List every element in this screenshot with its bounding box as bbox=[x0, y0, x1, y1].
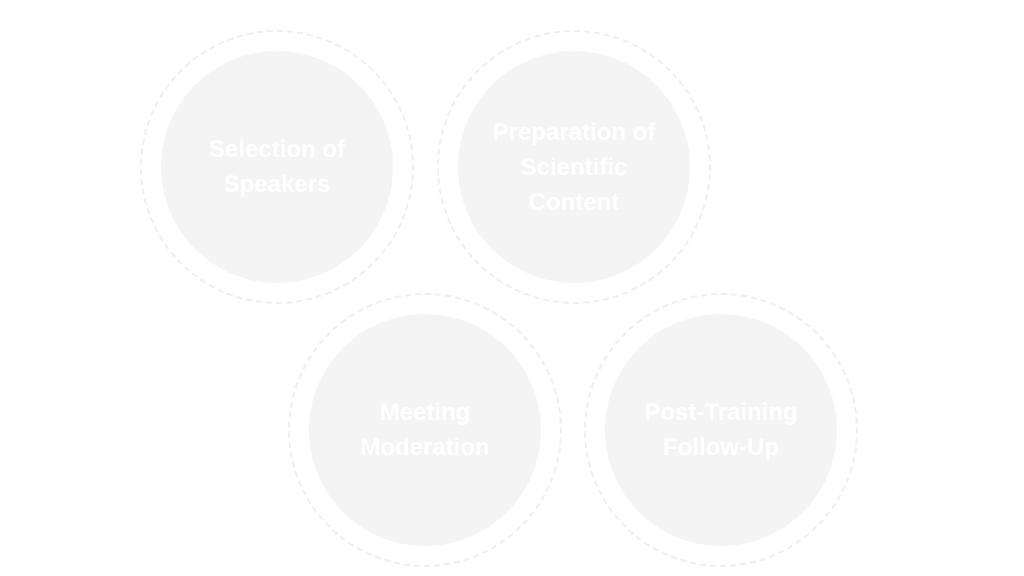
node-circle: Selection of Speakers bbox=[161, 51, 393, 283]
node-label: Post-Training Follow-Up bbox=[644, 399, 798, 461]
node-selection-of-speakers: Selection of Speakers bbox=[140, 30, 414, 304]
node-label: Preparation of Scientific Content bbox=[492, 118, 656, 216]
node-circle: Post-Training Follow-Up bbox=[605, 314, 837, 546]
node-circle: Preparation of Scientific Content bbox=[458, 51, 690, 283]
node-post-training-follow-up: Post-Training Follow-Up bbox=[584, 293, 858, 567]
node-label: Selection of Speakers bbox=[208, 136, 346, 198]
node-preparation-of-scientific-content: Preparation of Scientific Content bbox=[437, 30, 711, 304]
node-circle: Meeting Moderation bbox=[309, 314, 541, 546]
node-label: Meeting Moderation bbox=[360, 399, 490, 461]
node-meeting-moderation: Meeting Moderation bbox=[288, 293, 562, 567]
